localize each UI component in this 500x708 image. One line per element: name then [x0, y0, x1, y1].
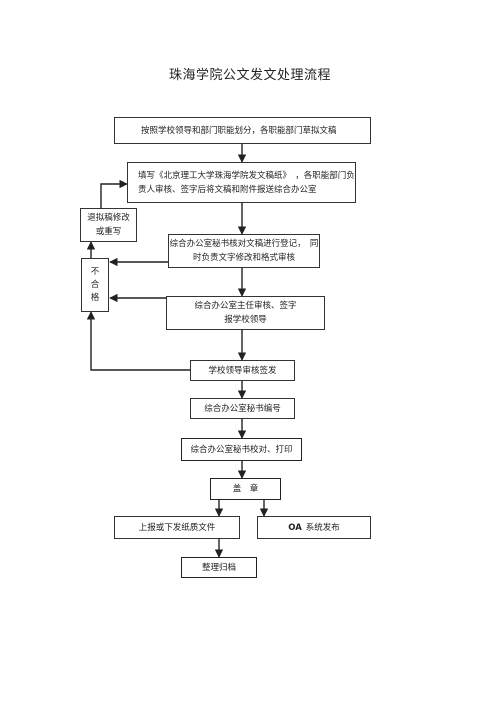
step-proofread-print: 综合办公室秘书校对、打印 — [181, 438, 302, 461]
step-seal-label: 盖 章 — [232, 484, 259, 494]
step-numbering: 综合办公室秘书编号 — [190, 398, 295, 419]
diagram-title: 珠海学院公文发文处理流程 — [168, 68, 331, 83]
side-reject-box: 不 合 格 — [81, 258, 109, 312]
side-revise-box: 退拟稿修改 或重写 — [80, 208, 137, 242]
step-proofread-print-label: 综合办公室秘书校对、打印 — [190, 444, 293, 455]
step-fill-form: 填写《北京理工大学珠海学院发文稿纸》 ，各职能部门负 责人审核、签字后将文稿和附… — [127, 162, 356, 203]
side-reject-label: 不 合 格 — [90, 266, 100, 303]
step-secretary-check-label: 综合办公室秘书核对文稿进行登记， 同 时负责文字修改和格式审核 — [169, 239, 319, 263]
step-director-review-label: 综合办公室主任审核、签字 报学校领导 — [194, 301, 297, 325]
step-draft-document: 按照学校领导和部门职能划分，各职能部门草拟文稿 — [114, 117, 371, 144]
step-seal: 盖 章 — [210, 478, 281, 500]
step-numbering-label: 综合办公室秘书编号 — [204, 403, 281, 414]
arrow-step5-reject — [86, 311, 190, 371]
step-leader-sign-label: 学校领导审核签发 — [208, 365, 277, 376]
step-director-review: 综合办公室主任审核、签字 报学校领导 — [166, 296, 325, 330]
side-revise-label: 退拟稿修改 或重写 — [87, 213, 130, 237]
step-leader-sign: 学校领导审核签发 — [190, 360, 295, 381]
step-oa-release-label: 系统发布 — [305, 522, 340, 533]
step-archive: 整理归档 — [181, 557, 257, 578]
step-paper-release: 上报或下发纸质文件 — [114, 516, 240, 539]
step-draft-document-label: 按照学校领导和部门职能划分，各职能部门草拟文稿 — [141, 125, 337, 136]
arrow-revise-to-step2 — [100, 179, 128, 208]
step-secretary-check: 综合办公室秘书核对文稿进行登记， 同 时负责文字修改和格式审核 — [168, 234, 320, 268]
step-oa-release: OA 系统发布 — [257, 516, 371, 539]
step-fill-form-label: 填写《北京理工大学珠海学院发文稿纸》 ，各职能部门负 责人审核、签字后将文稿和附… — [138, 170, 355, 195]
step-paper-release-label: 上报或下发纸质文件 — [138, 522, 216, 533]
oa-label: OA — [288, 522, 302, 533]
step-archive-label: 整理归档 — [201, 562, 236, 573]
